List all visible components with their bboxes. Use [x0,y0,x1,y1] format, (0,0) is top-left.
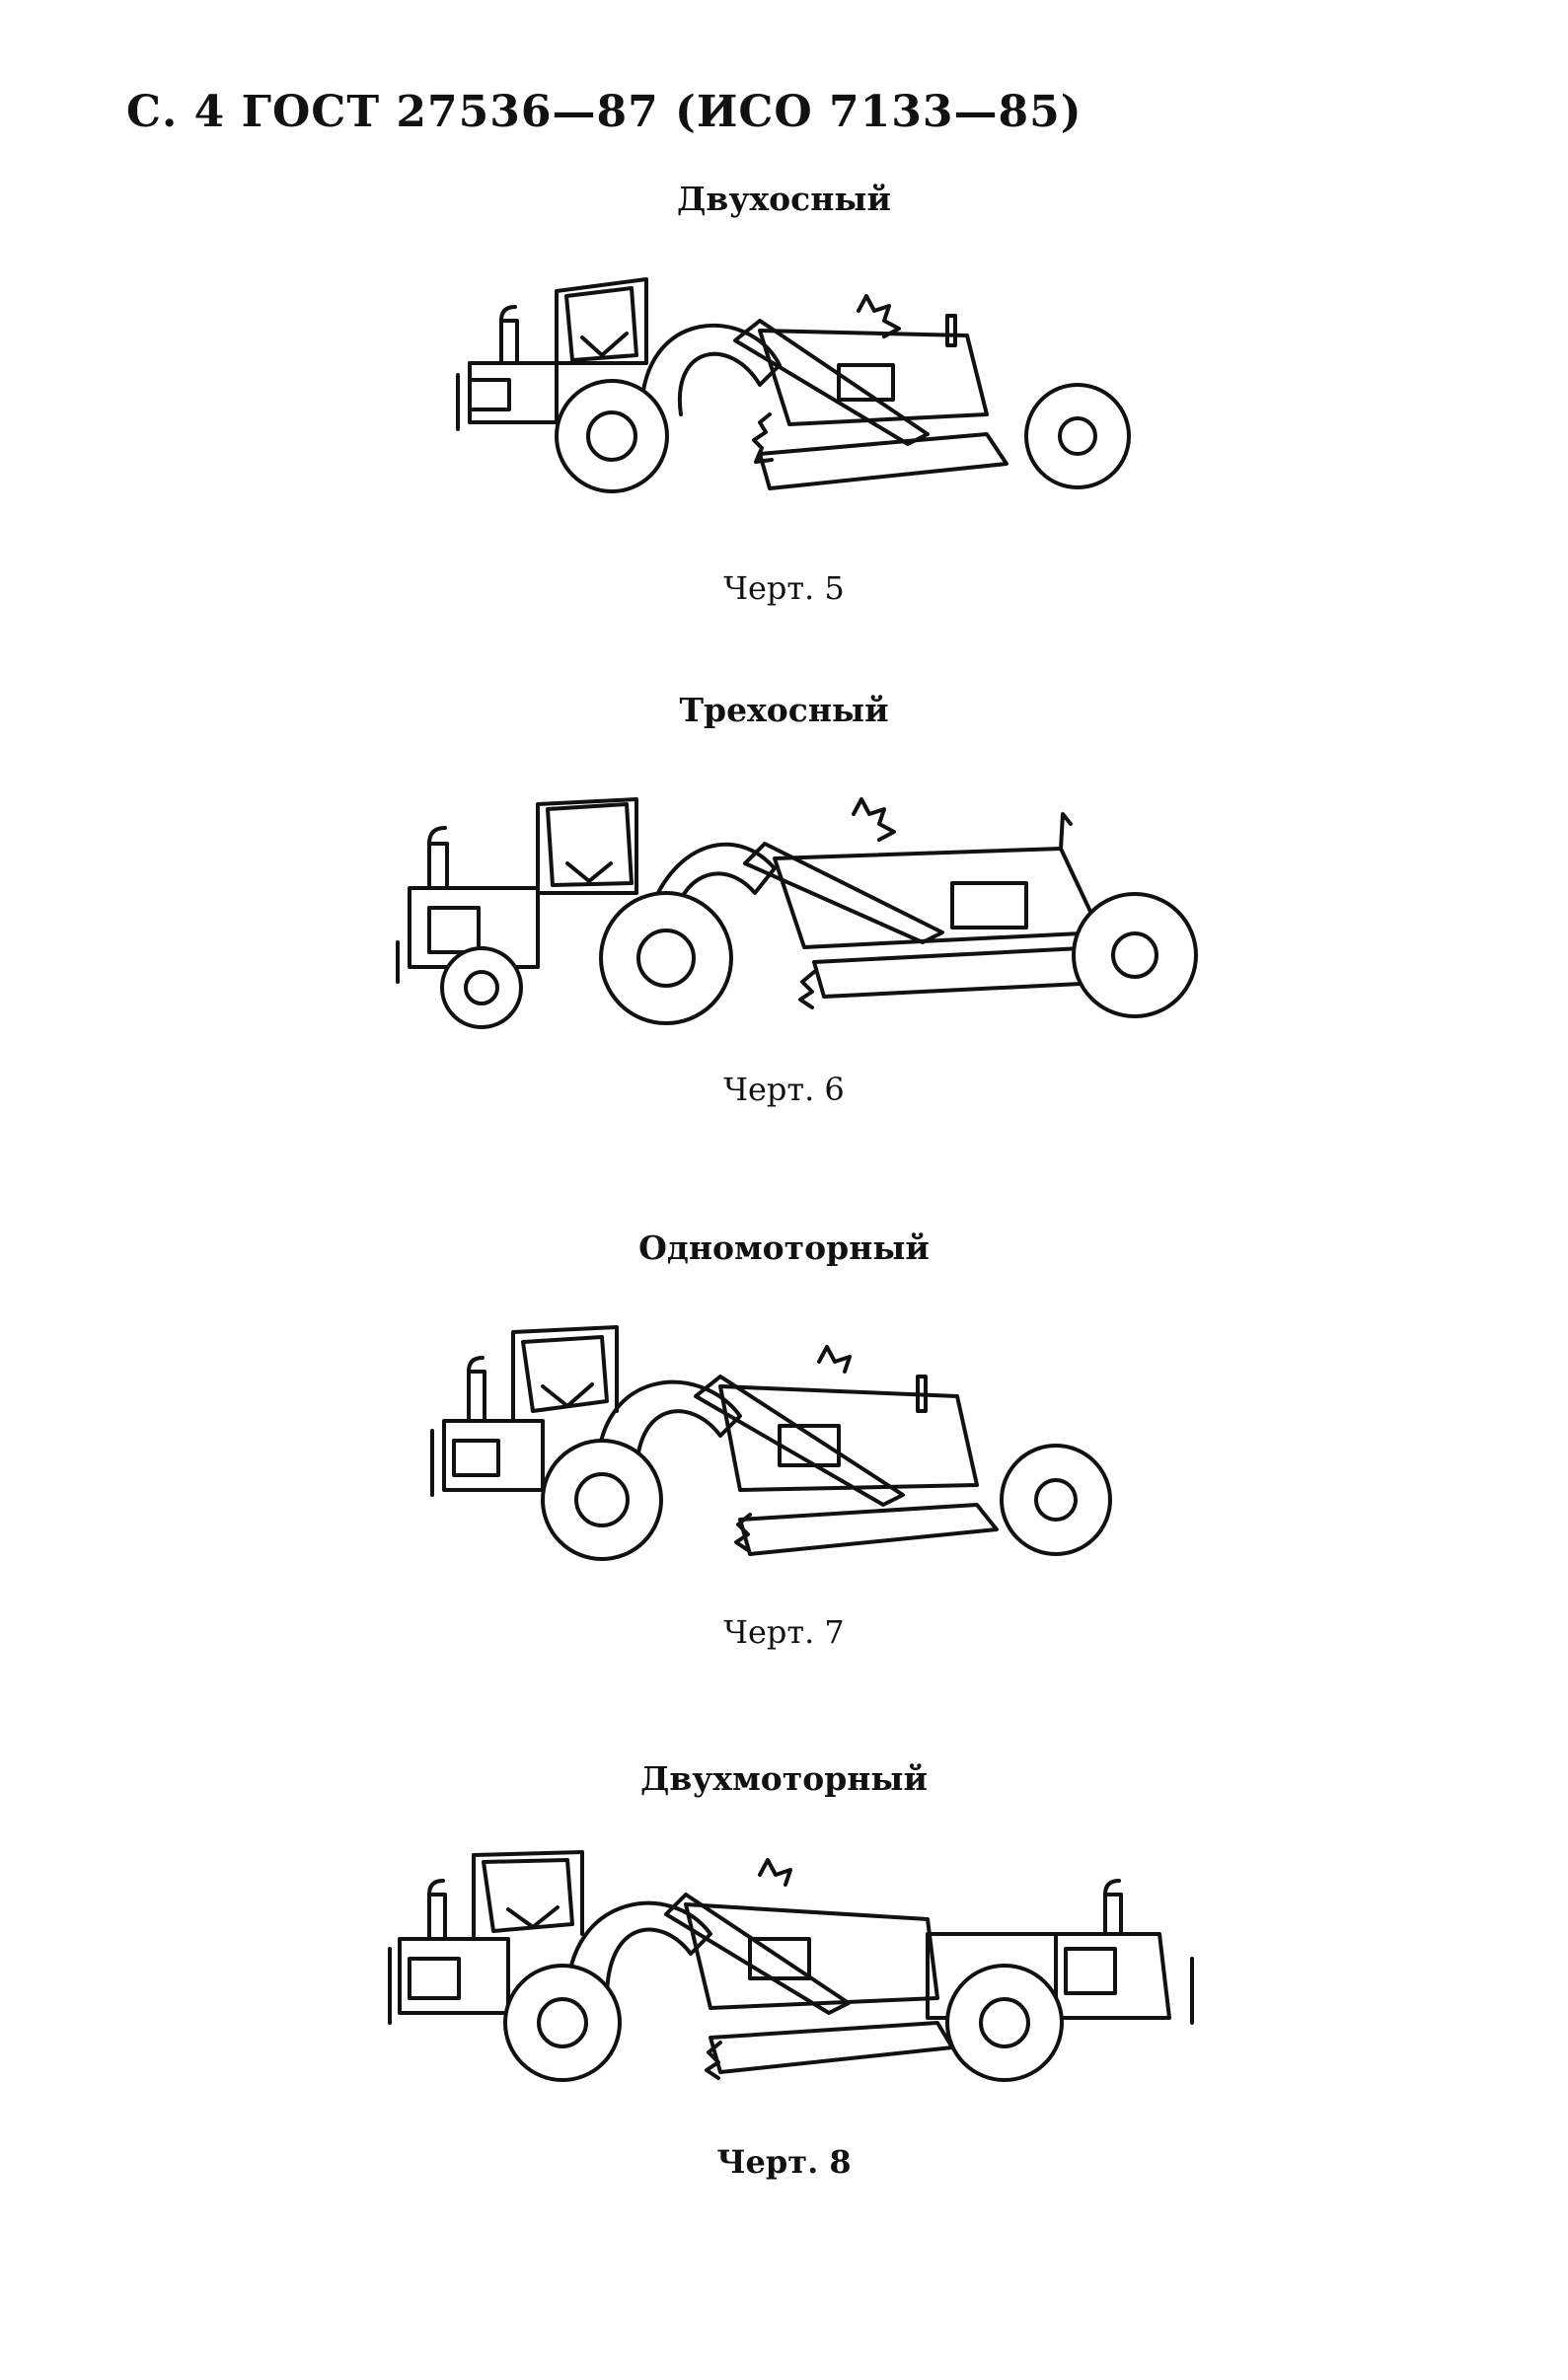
page-header: С. 4 ГОСТ 27536—87 (ИСО 7133—85) [126,87,1083,137]
scraper-three-axle-illustration [396,797,1198,1029]
figure-caption-7: Черт. 7 [723,1613,845,1651]
figure-caption-6: Черт. 6 [723,1071,845,1108]
scraper-twin-engine-illustration [388,1850,1194,2082]
figure-title-5: Двухосный [677,180,891,218]
scraper-single-engine-illustration [430,1325,1112,1561]
figure-title-6: Трехосный [679,691,889,729]
figure-title-8: Двухмоторный [640,1759,928,1798]
scraper-two-axle-illustration [456,277,1131,493]
figure-caption-8: Черт. 8 [716,2143,852,2181]
figure-title-7: Одномоторный [638,1228,930,1267]
figure-caption-5: Черт. 5 [723,569,845,607]
